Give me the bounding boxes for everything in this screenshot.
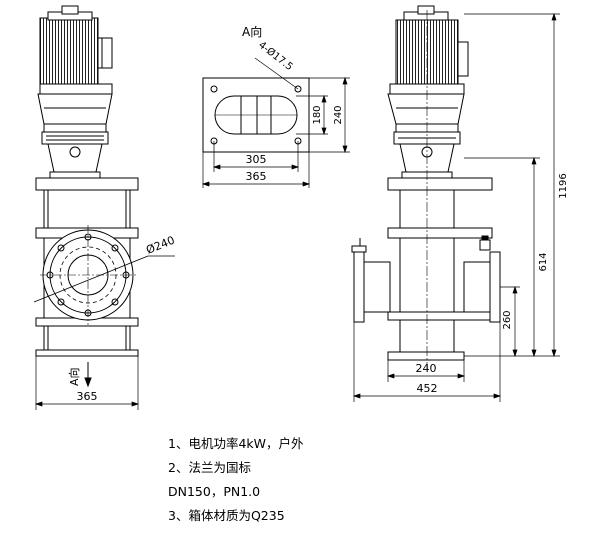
note-body-material: 3、箱体材质为Q235: [168, 508, 285, 523]
note-flange-standard: 2、法兰为国标: [168, 460, 251, 475]
view-a-title: A向: [242, 24, 262, 39]
front-view: [33, 5, 175, 410]
technical-notes: 1、电机功率4kW，户外 2、法兰为国标 DN150，PN1.0 3、箱体材质为…: [168, 432, 468, 528]
front-width-dimension: [34, 356, 140, 410]
front-flange: [33, 225, 175, 325]
slot-height-label: 180: [312, 105, 323, 124]
slot-width-label: 305: [246, 153, 267, 166]
flange-width-label: 365: [246, 170, 267, 183]
pipe-diameter-label: Ø240: [144, 234, 176, 257]
view-a-arrow-label: A向: [67, 367, 81, 386]
front-gearbox: [37, 93, 113, 179]
view-a-flange: [201, 57, 350, 188]
side-dimension-lines: [352, 12, 560, 402]
view-a-arrow: [84, 362, 92, 388]
overall-height-label: 1196: [558, 173, 569, 198]
side-base-width-label: 240: [416, 362, 437, 375]
front-width-label: 365: [77, 390, 98, 403]
note-motor-power: 1、电机功率4kW，户外: [168, 436, 304, 451]
note-flange-rating: DN150，PN1.0: [168, 484, 261, 499]
side-view: [351, 5, 560, 402]
side-gearbox: [387, 93, 465, 179]
axis-height-label: 614: [538, 252, 549, 271]
side-pipe-left: [351, 238, 391, 323]
engineering-drawing: Ø240 A向 365: [33, 5, 569, 410]
side-overall-width-label: 452: [417, 382, 438, 395]
flange-height-label: 240: [333, 105, 344, 124]
side-motor: [389, 5, 469, 95]
side-pipe-right: [463, 235, 501, 323]
flange-center-height-label: 260: [502, 310, 513, 329]
front-motor: [39, 5, 113, 95]
hole-callout-label: 4-Ø17.5: [256, 39, 295, 73]
